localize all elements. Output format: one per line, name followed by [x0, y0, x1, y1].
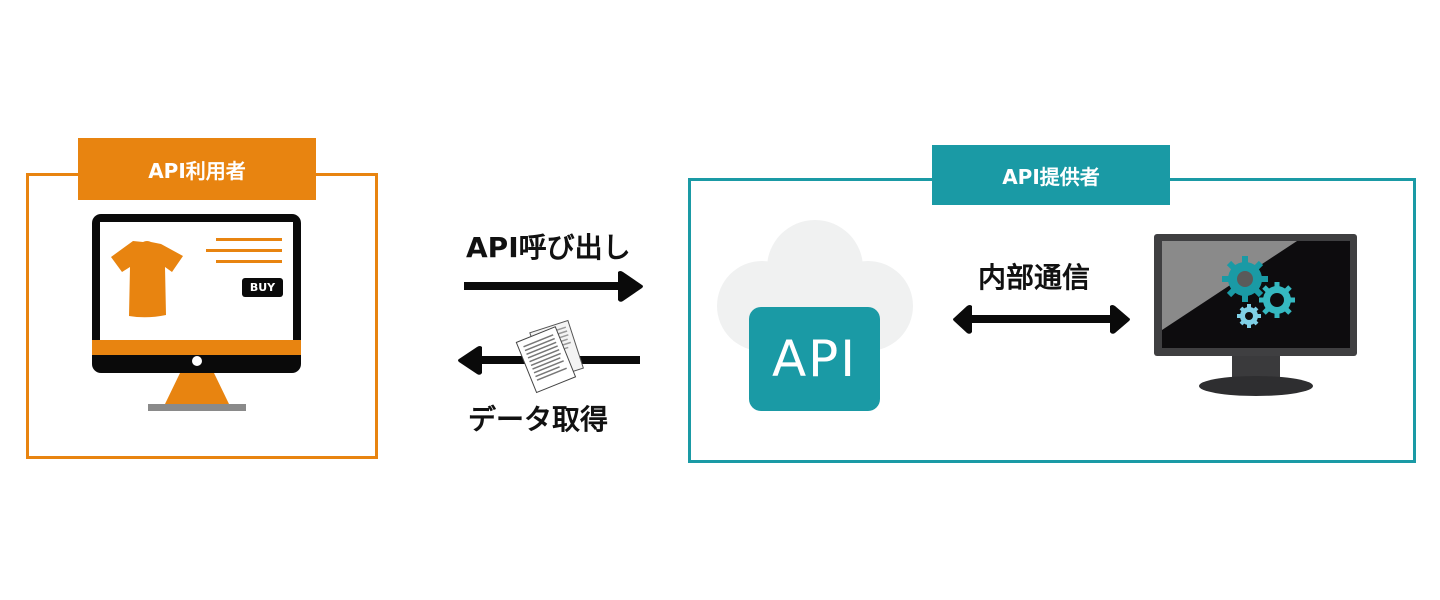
api-consumer-box: [26, 173, 378, 459]
buy-button: BUY: [249, 281, 276, 294]
api-consumer-title: API利用者: [78, 138, 316, 200]
response-label: データ取得: [468, 403, 609, 436]
api-badge-label: API: [771, 330, 858, 388]
request-label: API呼び出し: [466, 231, 631, 264]
api-provider-title: API提供者: [932, 145, 1170, 205]
internal-comm-label: 内部通信: [978, 261, 1091, 294]
